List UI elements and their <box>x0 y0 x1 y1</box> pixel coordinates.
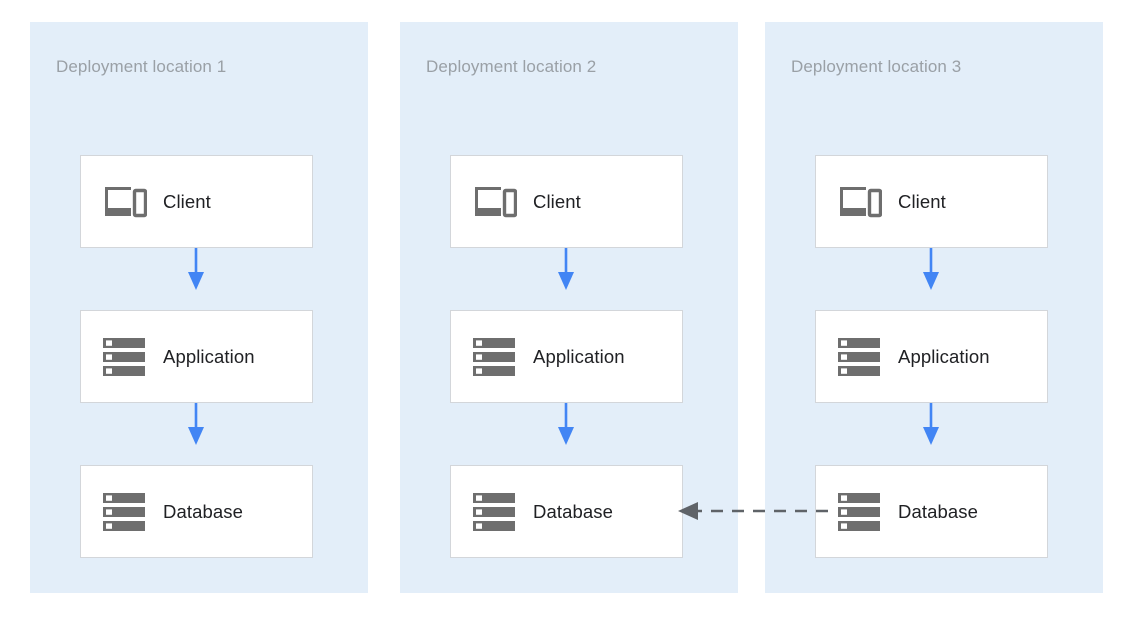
node-label: Client <box>163 190 211 212</box>
server-icon <box>838 492 892 532</box>
node-label: Client <box>898 190 946 212</box>
node-database[interactable]: Database <box>815 465 1048 558</box>
arrow-application-to-database <box>558 403 574 445</box>
deployment-location-panel-2: Deployment location 2 Client <box>400 22 738 593</box>
node-client[interactable]: Client <box>450 155 683 248</box>
node-label: Database <box>533 500 613 522</box>
panel-title: Deployment location 1 <box>56 57 227 76</box>
node-label: Client <box>533 190 581 212</box>
arrow-client-to-application <box>188 248 204 290</box>
node-application[interactable]: Application <box>80 310 313 403</box>
node-database[interactable]: Database <box>80 465 313 558</box>
arrow-client-to-application <box>923 248 939 290</box>
deployment-location-panel-3: Deployment location 3 Client <box>765 22 1103 593</box>
arrow-database3-to-database2 <box>678 502 828 520</box>
panel-title: Deployment location 2 <box>426 57 597 76</box>
server-icon <box>473 337 527 377</box>
node-application[interactable]: Application <box>815 310 1048 403</box>
arrow-application-to-database <box>188 403 204 445</box>
server-icon <box>838 337 892 377</box>
node-label: Database <box>898 500 978 522</box>
node-label: Application <box>533 345 625 367</box>
server-icon <box>473 492 527 532</box>
deployment-location-panel-1: Deployment location 1 Client <box>30 22 368 593</box>
server-icon <box>103 492 157 532</box>
node-label: Application <box>898 345 990 367</box>
node-database[interactable]: Database <box>450 465 683 558</box>
server-icon <box>103 337 157 377</box>
devices-icon <box>838 185 892 219</box>
arrow-client-to-application <box>558 248 574 290</box>
arrow-application-to-database <box>923 403 939 445</box>
node-label: Application <box>163 345 255 367</box>
panel-title: Deployment location 3 <box>791 57 962 76</box>
node-client[interactable]: Client <box>80 155 313 248</box>
devices-icon <box>103 185 157 219</box>
node-label: Database <box>163 500 243 522</box>
node-application[interactable]: Application <box>450 310 683 403</box>
devices-icon <box>473 185 527 219</box>
node-client[interactable]: Client <box>815 155 1048 248</box>
